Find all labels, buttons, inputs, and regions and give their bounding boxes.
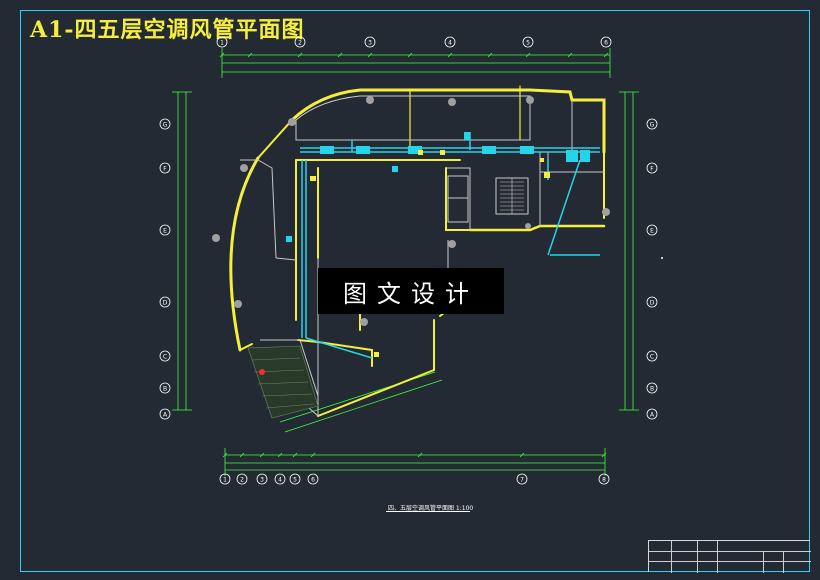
axis-top-6 [600, 36, 612, 48]
axis-top-6-label: 6 [604, 40, 608, 47]
axis-left-A [159, 408, 171, 420]
axis-bottom-5 [289, 473, 301, 485]
axis-left-C-label: C [163, 354, 167, 361]
axis-right-C-label: C [650, 354, 654, 361]
columns [212, 96, 610, 326]
axis-left-E [159, 224, 171, 236]
axis-top-3 [364, 36, 376, 48]
drawing-title: A1-四五层空调风管平面图 [30, 17, 305, 43]
restroom-block [247, 345, 319, 419]
axis-right-E [646, 224, 658, 236]
axis-right-C [646, 350, 658, 362]
axis-left-A-label: A [163, 412, 168, 419]
axis-left-B [159, 382, 171, 394]
axis-top-2 [294, 36, 306, 48]
axis-right-D [646, 296, 658, 308]
axis-top-3-label: 3 [368, 40, 372, 47]
axis-right-G [646, 118, 658, 130]
axis-right-B [646, 382, 658, 394]
axis-top-5-label: 5 [526, 40, 530, 47]
axis-bottom-5-label: 5 [293, 477, 297, 484]
axis-bottom-2 [236, 473, 248, 485]
stair [500, 178, 524, 214]
air-ducts [300, 132, 600, 359]
axis-bottom-8 [598, 473, 610, 485]
axis-right-A [646, 408, 658, 420]
drawing-frame [20, 10, 810, 572]
axis-bottom-3-label: 3 [260, 477, 264, 484]
axis-right-G-label: G [650, 122, 655, 129]
scale-underline [386, 511, 470, 512]
axis-top-5 [522, 36, 534, 48]
interior-lines [240, 95, 604, 417]
axis-bottom-3 [256, 473, 268, 485]
axis-bottom-2-label: 2 [240, 477, 244, 484]
axis-right-E-label: E [650, 228, 654, 235]
axis-left-C [159, 350, 171, 362]
axis-top-4 [444, 36, 456, 48]
axis-right-D-label: D [650, 300, 655, 307]
axis-bottom-6-label: 6 [311, 477, 315, 484]
title-block [648, 540, 811, 573]
axis-bottom-4-label: 4 [278, 477, 282, 484]
axis-right-B-label: B [650, 386, 654, 393]
axis-top-4-label: 4 [448, 40, 452, 47]
axis-bottom-7 [516, 473, 528, 485]
axis-top-1 [216, 36, 228, 48]
axis-bubbles: 1 2 3 4 5 6 1 2 3 4 5 6 7 8 A B C D E F G A B C D E F G [159, 36, 658, 485]
axis-bottom-6 [307, 473, 319, 485]
axis-left-F [159, 162, 171, 174]
axis-right-F-label: F [650, 166, 654, 173]
axis-left-B-label: B [163, 386, 167, 393]
marker-dot [259, 369, 265, 375]
axis-left-E-label: E [163, 228, 167, 235]
axis-bottom-7-label: 7 [520, 477, 524, 484]
axis-left-G [159, 118, 171, 130]
axis-top-1-label: 1 [220, 40, 224, 47]
axis-right-F [646, 162, 658, 174]
axis-left-G-label: G [163, 122, 168, 129]
axis-bottom-4 [274, 473, 286, 485]
dimension-lines [172, 48, 639, 476]
scale-caption: 四、五层空调风管平面图 1:100 [388, 505, 474, 512]
watermark: 图文设计 [318, 268, 504, 314]
hvac-equipment [286, 132, 590, 242]
fixtures [310, 150, 550, 357]
axis-right-A-label: A [650, 412, 655, 419]
axis-left-D-label: D [163, 300, 168, 307]
axis-top-2-label: 2 [298, 40, 302, 47]
axis-bottom-1 [219, 473, 231, 485]
axis-bottom-8-label: 8 [602, 477, 606, 484]
dimension-ticks [219, 52, 609, 458]
axis-left-F-label: F [163, 166, 167, 173]
axis-bottom-1-label: 1 [223, 477, 227, 484]
axis-left-D [159, 296, 171, 308]
